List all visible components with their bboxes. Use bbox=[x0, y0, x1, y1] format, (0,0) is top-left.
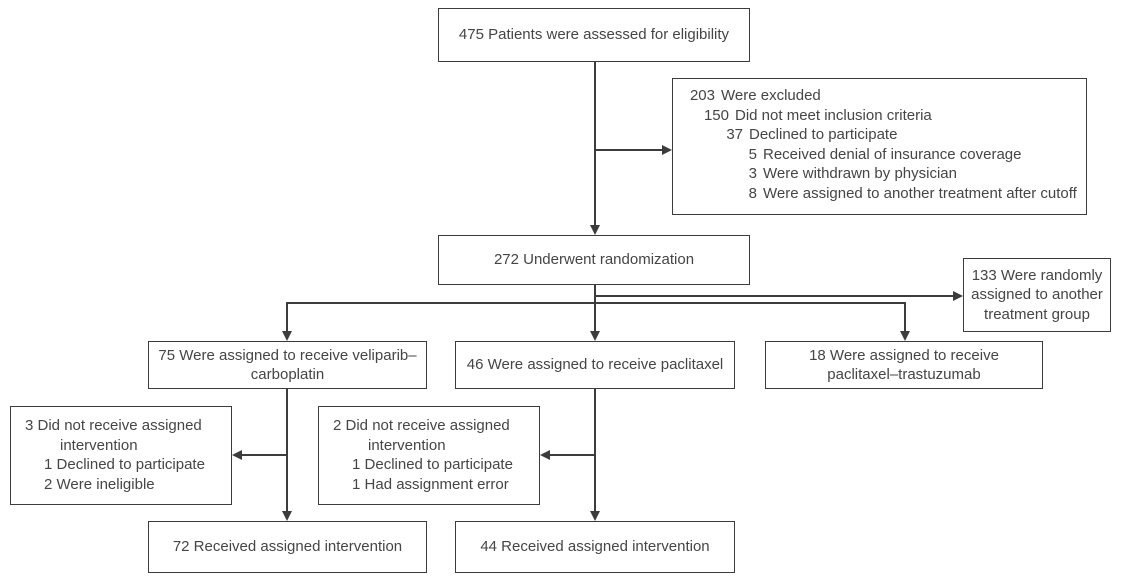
dropout-main-line: 3 Did not receive assigned intervention bbox=[25, 416, 223, 455]
arrowhead-right-icon bbox=[953, 291, 963, 301]
excluded-list: 203 Were excluded 150 Did not meet inclusi… bbox=[673, 79, 1086, 210]
arrowhead-down-icon bbox=[590, 225, 600, 235]
dropout-list: 2 Did not receive assigned intervention … bbox=[319, 407, 539, 503]
excluded-reason: Received denial of insurance coverage bbox=[763, 145, 1022, 163]
dropout-count: 1 bbox=[352, 456, 361, 473]
connector-to-trastuzumab-arm bbox=[904, 302, 906, 332]
box-randomization: 272 Underwent randomization bbox=[438, 235, 750, 285]
connector-to-veliparib-arm bbox=[286, 302, 288, 332]
arrowhead-down-icon bbox=[590, 331, 600, 341]
connector-to-another-group bbox=[595, 295, 954, 297]
arrowhead-down-icon bbox=[282, 331, 292, 341]
excluded-line: 8 Were assigned to another treatment afte… bbox=[689, 184, 1078, 204]
arrowhead-right-icon bbox=[662, 145, 672, 155]
dropout-count: 2 bbox=[44, 475, 53, 493]
connector-branch-horizontal bbox=[286, 302, 906, 304]
arrowhead-down-icon bbox=[282, 511, 292, 521]
connector-to-excluded bbox=[595, 149, 663, 151]
dropout-sub-line: 1 Had assignment error bbox=[333, 475, 531, 495]
excluded-reason: Were assigned to another treatment after… bbox=[763, 184, 1077, 202]
box-arm-veliparib-carboplatin: 75 Were assigned to receive veliparib–ca… bbox=[148, 341, 427, 389]
excluded-reason: Were excluded bbox=[721, 87, 821, 104]
connector-eligibility-to-randomization bbox=[594, 62, 596, 228]
excluded-line: 203 Were excluded bbox=[689, 86, 1078, 106]
dropout-reason: Declined to participate bbox=[364, 456, 513, 473]
box-arm-paclitaxel-label: 46 Were assigned to receive paclitaxel bbox=[466, 356, 724, 374]
excluded-count: 203 bbox=[689, 87, 715, 104]
box-excluded: 203 Were excluded 150 Did not meet inclusi… bbox=[672, 78, 1087, 215]
excluded-line: 3 Were withdrawn by physician bbox=[689, 164, 1078, 184]
dropout-count: 3 bbox=[25, 417, 34, 434]
box-received-veliparib: 72 Received assigned intervention bbox=[148, 521, 427, 573]
box-received-veliparib-label: 72 Received assigned intervention bbox=[172, 538, 403, 556]
dropout-sub-line: 1 Declined to participate bbox=[25, 455, 223, 475]
box-arm-trastuzumab-label: 18 Were assigned to receive paclitaxel–t… bbox=[809, 346, 999, 384]
arrowhead-left-icon bbox=[540, 450, 550, 460]
box-dropout-veliparib: 3 Did not receive assigned intervention … bbox=[10, 406, 232, 505]
dropout-sub-line: 2 Were ineligible bbox=[25, 475, 223, 495]
arrowhead-left-icon bbox=[232, 450, 242, 460]
excluded-reason: Were withdrawn by physician bbox=[763, 165, 957, 182]
excluded-line: 150 Did not meet inclusion criteria bbox=[689, 106, 1078, 126]
box-eligibility-label: 475 Patients were assessed for eligibili… bbox=[458, 26, 730, 44]
connector-paclitaxel-to-received bbox=[594, 389, 596, 512]
connector-veliparib-to-received bbox=[286, 389, 288, 512]
box-dropout-paclitaxel: 2 Did not receive assigned intervention … bbox=[318, 406, 540, 505]
box-received-paclitaxel: 44 Received assigned intervention bbox=[455, 521, 735, 573]
box-another-treatment-group-label: 133 Were randomly assigned to another tr… bbox=[971, 266, 1103, 323]
excluded-line: 37 Declined to participate bbox=[689, 125, 1078, 145]
excluded-reason: Did not meet inclusion criteria bbox=[735, 106, 932, 124]
excluded-count: 150 bbox=[703, 106, 729, 124]
dropout-count: 1 bbox=[44, 456, 53, 473]
dropout-sub-line: 1 Declined to participate bbox=[333, 455, 531, 475]
dropout-reason: Had assignment error bbox=[364, 475, 509, 493]
excluded-count: 5 bbox=[748, 145, 757, 163]
connector-to-veliparib-dropout bbox=[242, 454, 287, 456]
dropout-reason: Declined to participate bbox=[56, 456, 205, 473]
connector-to-paclitaxel-dropout bbox=[550, 454, 595, 456]
excluded-count: 8 bbox=[748, 184, 757, 202]
box-eligibility: 475 Patients were assessed for eligibili… bbox=[438, 8, 750, 62]
arrowhead-down-icon bbox=[900, 331, 910, 341]
dropout-reason: Did not receive assigned intervention bbox=[37, 417, 202, 454]
excluded-count: 37 bbox=[726, 126, 743, 143]
box-arm-paclitaxel-trastuzumab: 18 Were assigned to receive paclitaxel–t… bbox=[765, 341, 1043, 389]
box-another-treatment-group: 133 Were randomly assigned to another tr… bbox=[963, 258, 1111, 332]
dropout-main-line: 2 Did not receive assigned intervention bbox=[333, 416, 531, 455]
dropout-reason: Were ineligible bbox=[56, 475, 155, 493]
box-randomization-label: 272 Underwent randomization bbox=[493, 251, 695, 269]
dropout-list: 3 Did not receive assigned intervention … bbox=[11, 407, 231, 503]
excluded-count: 3 bbox=[748, 165, 757, 182]
dropout-reason: Did not receive assigned intervention bbox=[345, 417, 510, 454]
dropout-count: 1 bbox=[352, 475, 361, 493]
dropout-count: 2 bbox=[333, 417, 342, 434]
box-received-paclitaxel-label: 44 Received assigned intervention bbox=[480, 538, 710, 556]
excluded-line: 5 Received denial of insurance coverage bbox=[689, 145, 1078, 165]
excluded-reason: Declined to participate bbox=[749, 126, 898, 143]
box-arm-veliparib-label: 75 Were assigned to receive veliparib–ca… bbox=[158, 346, 417, 384]
arrowhead-down-icon bbox=[590, 511, 600, 521]
box-arm-paclitaxel: 46 Were assigned to receive paclitaxel bbox=[455, 341, 735, 389]
connector-randomization-to-paclitaxel-arm bbox=[594, 285, 596, 332]
